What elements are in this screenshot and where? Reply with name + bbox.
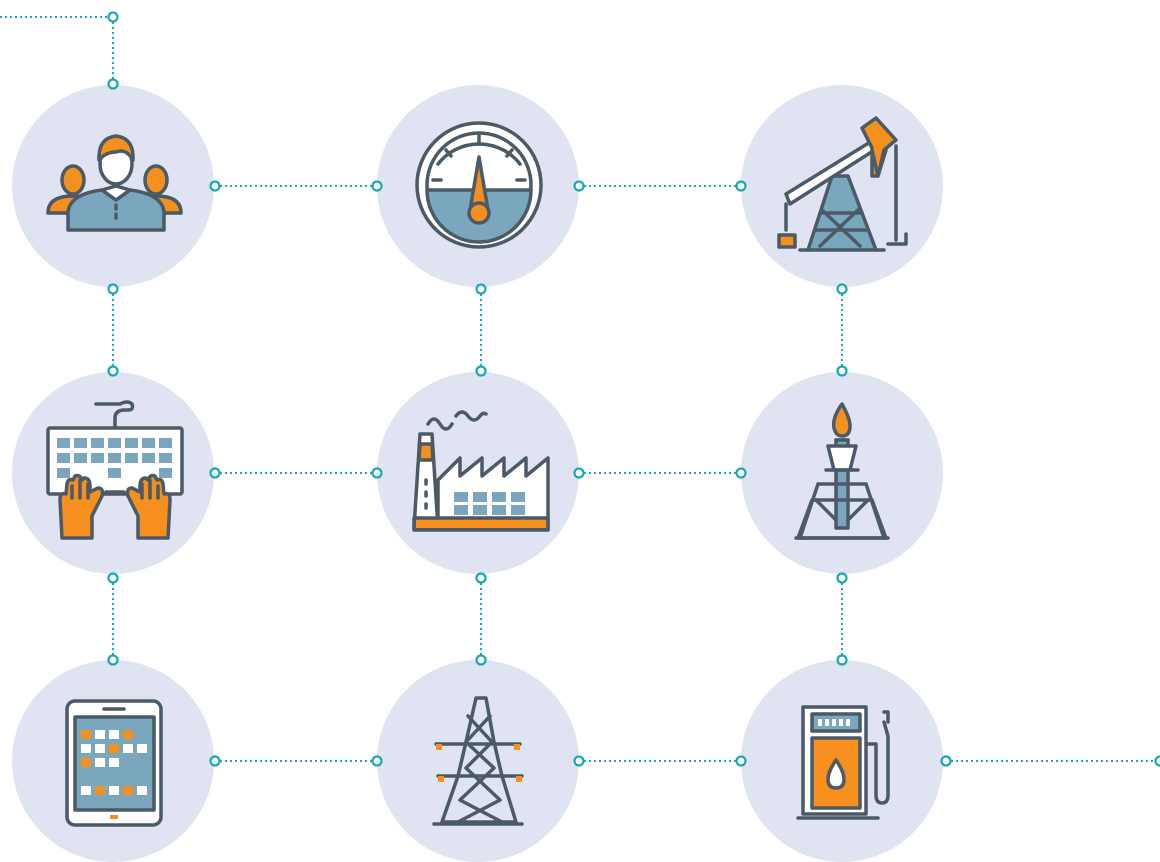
connector-dot [836, 654, 848, 666]
tablet-dashboard-icon [65, 699, 163, 827]
connector-dot [836, 365, 848, 377]
factory-icon [412, 410, 550, 532]
connector-dot [209, 467, 221, 479]
connector-dot [475, 365, 487, 377]
connector-dot [735, 467, 747, 479]
oil-pumpjack-icon [777, 116, 908, 252]
connector-dot [836, 283, 848, 295]
connector-dot [1154, 755, 1160, 767]
connector-dot [209, 180, 221, 192]
connector-dot [573, 467, 585, 479]
connector-dot [735, 180, 747, 192]
pressure-gauge-icon [415, 121, 543, 249]
power-transmission-tower-icon [432, 696, 524, 826]
fuel-pump-icon [796, 705, 890, 820]
connector-dot [475, 654, 487, 666]
connector-dot [107, 283, 119, 295]
connector-dot [371, 755, 383, 767]
connector-dot [836, 572, 848, 584]
connector-dot [573, 755, 585, 767]
connectors [0, 16, 1160, 762]
connector-dot [735, 755, 747, 767]
connector-dot [107, 572, 119, 584]
connector-dot [475, 572, 487, 584]
gas-flare-tower-icon [794, 402, 890, 540]
connector-dot [107, 654, 119, 666]
node-circle-pylon [377, 660, 579, 862]
connector-dot [209, 755, 221, 767]
connector-dot [107, 365, 119, 377]
icons [46, 116, 908, 827]
connector-entry-workforce [0, 16, 114, 79]
connector-dot [107, 11, 119, 23]
connector-dots [107, 11, 1160, 767]
keyboard-hands-icon [46, 400, 184, 540]
connector-dot [371, 180, 383, 192]
connector-dot [107, 78, 119, 90]
connector-dot [371, 467, 383, 479]
connector-dot [573, 180, 585, 192]
team-people-icon [46, 134, 183, 232]
connector-dot [475, 283, 487, 295]
connector-dot [940, 755, 952, 767]
